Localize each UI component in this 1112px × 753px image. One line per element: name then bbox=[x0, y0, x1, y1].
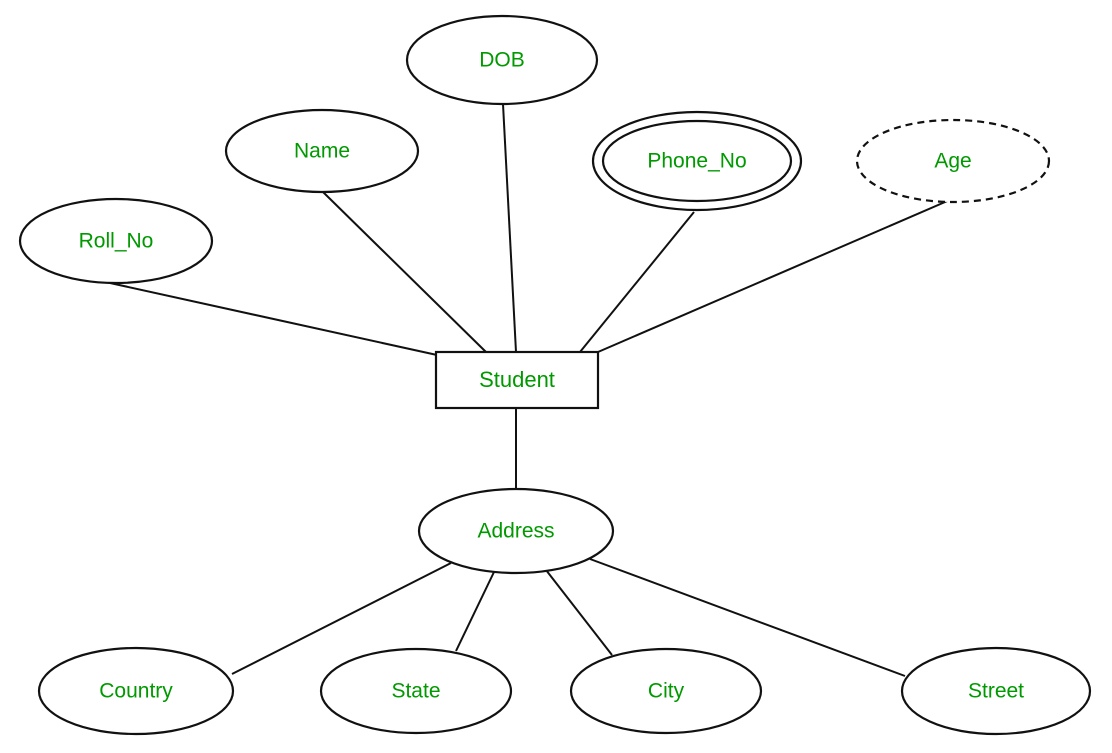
node-label-street: Street bbox=[968, 680, 1024, 703]
attribute-ellipse-roll_no[interactable] bbox=[18, 197, 214, 285]
node-label-country: Country bbox=[99, 680, 173, 703]
multivalued-inner-ellipse-phone_no[interactable] bbox=[601, 119, 793, 203]
node-label-dob: DOB bbox=[479, 49, 525, 72]
er-node-roll_no[interactable]: Roll_No bbox=[18, 197, 214, 285]
er-node-phone_no[interactable]: Phone_No bbox=[591, 110, 803, 212]
attribute-ellipse-dob[interactable] bbox=[405, 14, 599, 106]
node-label-phone_no: Phone_No bbox=[647, 150, 746, 173]
attribute-ellipse-city[interactable] bbox=[569, 647, 763, 735]
er-node-street[interactable]: Street bbox=[900, 646, 1092, 736]
er-node-state[interactable]: State bbox=[319, 647, 513, 735]
node-layer: Roll_No Name DOB Phone_No AgeStudentAddressC… bbox=[18, 14, 1092, 736]
attribute-ellipse-address[interactable] bbox=[417, 487, 615, 575]
node-label-roll_no: Roll_No bbox=[79, 230, 154, 253]
node-label-address: Address bbox=[477, 520, 554, 543]
node-label-student: Student bbox=[479, 367, 555, 392]
connector-line bbox=[100, 280, 438, 356]
attribute-ellipse-country[interactable] bbox=[37, 646, 235, 736]
connector-line bbox=[455, 571, 495, 652]
attribute-ellipse-age[interactable] bbox=[855, 118, 1051, 204]
node-label-name: Name bbox=[294, 140, 350, 163]
connector-line bbox=[589, 558, 906, 677]
node-label-state: State bbox=[391, 680, 440, 703]
node-label-age: Age bbox=[934, 150, 971, 173]
connector-line bbox=[545, 569, 613, 656]
er-node-address[interactable]: Address bbox=[417, 487, 615, 575]
entity-rectangle-student[interactable] bbox=[434, 350, 600, 410]
er-node-student[interactable]: Student bbox=[434, 350, 600, 410]
er-node-dob[interactable]: DOB bbox=[405, 14, 599, 106]
connector-line bbox=[502, 103, 517, 353]
edge-layer bbox=[100, 103, 953, 677]
connector-line bbox=[597, 198, 953, 353]
er-node-name[interactable]: Name bbox=[224, 108, 420, 194]
attribute-ellipse-name[interactable] bbox=[224, 108, 420, 194]
er-node-city[interactable]: City bbox=[569, 647, 763, 735]
connector-line bbox=[579, 211, 695, 353]
er-node-country[interactable]: Country bbox=[37, 646, 235, 736]
attribute-ellipse-state[interactable] bbox=[319, 647, 513, 735]
connector-line bbox=[231, 562, 452, 675]
attribute-ellipse-street[interactable] bbox=[900, 646, 1092, 736]
node-label-city: City bbox=[648, 680, 685, 703]
er-node-age[interactable]: Age bbox=[855, 118, 1051, 204]
connector-line bbox=[322, 191, 487, 353]
